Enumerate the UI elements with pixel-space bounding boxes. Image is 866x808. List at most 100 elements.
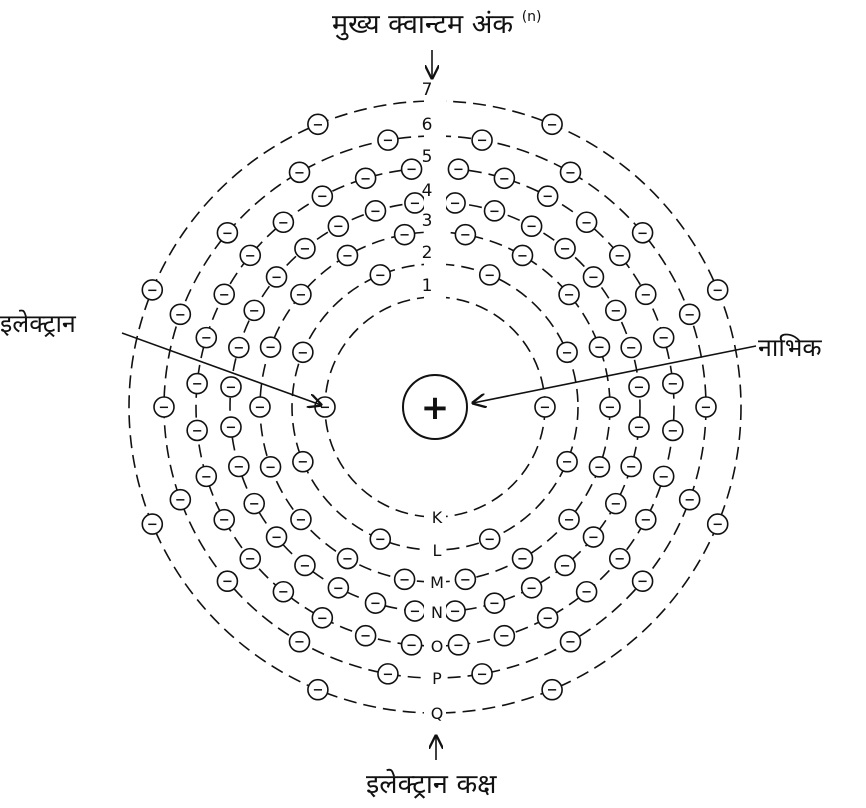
electron: − xyxy=(187,420,207,440)
svg-text:−: − xyxy=(192,424,203,439)
svg-text:−: − xyxy=(484,533,495,548)
electron: − xyxy=(338,549,358,569)
svg-text:−: − xyxy=(226,380,237,395)
electron: − xyxy=(315,397,335,417)
svg-text:−: − xyxy=(634,421,645,436)
electron: − xyxy=(291,285,311,305)
svg-text:−: − xyxy=(605,401,616,416)
electron: − xyxy=(365,593,385,613)
svg-text:−: − xyxy=(294,166,305,181)
svg-text:−: − xyxy=(375,268,386,283)
svg-text:−: − xyxy=(547,683,558,698)
svg-text:−: − xyxy=(342,552,353,567)
svg-text:−: − xyxy=(614,249,625,264)
electron: − xyxy=(261,457,281,477)
svg-text:−: − xyxy=(489,204,500,219)
svg-text:−: − xyxy=(526,581,537,596)
electron: − xyxy=(328,216,348,236)
svg-text:−: − xyxy=(295,288,306,303)
electron: − xyxy=(378,664,398,684)
electron: − xyxy=(589,457,609,477)
electron: − xyxy=(559,509,579,529)
svg-text:−: − xyxy=(278,585,289,600)
svg-text:−: − xyxy=(634,380,645,395)
svg-text:−: − xyxy=(658,470,669,485)
svg-text:−: − xyxy=(640,288,651,303)
electron: − xyxy=(485,201,505,221)
electron: − xyxy=(610,549,630,569)
electron: − xyxy=(629,417,649,437)
svg-text:−: − xyxy=(249,304,260,319)
svg-text:−: − xyxy=(222,226,233,241)
shell-number-2: 2 xyxy=(422,243,433,263)
electron: − xyxy=(696,397,716,417)
electron: − xyxy=(455,569,475,589)
electron: − xyxy=(448,159,468,179)
electron: − xyxy=(370,265,390,285)
electron: − xyxy=(561,632,581,652)
electron: − xyxy=(308,680,328,700)
svg-text:−: − xyxy=(477,134,488,149)
svg-text:−: − xyxy=(375,533,386,548)
electron: − xyxy=(606,494,626,514)
electron: − xyxy=(214,510,234,530)
electron: − xyxy=(448,635,468,655)
principal-quantum-number-label: मुख्य क्वान्टम अंक (n) xyxy=(332,4,541,41)
svg-text:−: − xyxy=(526,220,537,235)
svg-text:−: − xyxy=(588,531,599,546)
electron: − xyxy=(522,578,542,598)
electron: − xyxy=(395,225,415,245)
svg-text:−: − xyxy=(201,470,212,485)
electron-label: इलेक्ट्रान xyxy=(0,306,76,340)
svg-text:−: − xyxy=(297,455,308,470)
svg-text:−: − xyxy=(226,421,237,436)
electron: − xyxy=(455,225,475,245)
electron: − xyxy=(290,632,310,652)
electron: − xyxy=(328,578,348,598)
svg-text:−: − xyxy=(453,638,464,653)
electron: − xyxy=(217,223,237,243)
electron: − xyxy=(633,223,653,243)
svg-text:−: − xyxy=(175,308,186,323)
electron: − xyxy=(312,608,332,628)
svg-text:−: − xyxy=(342,249,353,264)
svg-text:−: − xyxy=(658,331,669,346)
electron: − xyxy=(557,452,577,472)
svg-text:−: − xyxy=(299,242,310,257)
electron: − xyxy=(445,601,465,621)
svg-text:−: − xyxy=(147,283,158,298)
svg-text:−: − xyxy=(175,493,186,508)
electron: − xyxy=(378,130,398,150)
electron: − xyxy=(221,377,241,397)
electron: − xyxy=(273,212,293,232)
svg-text:−: − xyxy=(360,629,371,644)
electron: − xyxy=(577,212,597,232)
electron: − xyxy=(308,114,328,134)
electron: − xyxy=(538,186,558,206)
electron: − xyxy=(583,527,603,547)
principal-quantum-number-symbol: (n) xyxy=(522,9,542,25)
shell-letter-P: P xyxy=(432,669,442,688)
svg-text:−: − xyxy=(684,493,695,508)
electron-pointer-arrow xyxy=(122,333,321,405)
svg-text:−: − xyxy=(399,228,410,243)
shell-number-7: 7 xyxy=(422,80,433,100)
svg-text:−: − xyxy=(271,270,282,285)
electron: − xyxy=(600,397,620,417)
electron: − xyxy=(170,490,190,510)
svg-text:−: − xyxy=(610,497,621,512)
svg-text:−: − xyxy=(271,531,282,546)
electron: − xyxy=(680,304,700,324)
electron: − xyxy=(542,680,562,700)
svg-text:−: − xyxy=(312,118,323,133)
electron: − xyxy=(559,285,579,305)
svg-text:−: − xyxy=(219,288,230,303)
svg-text:−: − xyxy=(562,455,573,470)
electron: − xyxy=(654,328,674,348)
shell-number-6: 6 xyxy=(422,115,433,135)
svg-text:−: − xyxy=(540,401,551,416)
electron: − xyxy=(356,626,376,646)
svg-text:−: − xyxy=(233,341,244,356)
electron: − xyxy=(402,635,422,655)
nucleus-label: नाभिक xyxy=(758,330,822,364)
